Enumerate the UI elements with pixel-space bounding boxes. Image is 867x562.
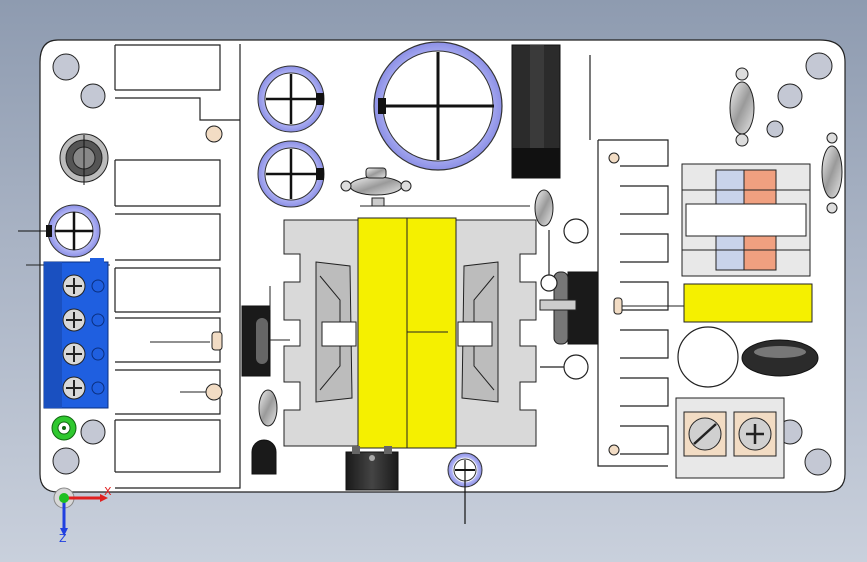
left-heatsink [114,44,241,489]
toroid-choke [741,339,819,377]
fuse-holder [59,133,109,185]
output-inductor [681,163,811,277]
capacitor-c2 [257,140,325,208]
right-heatsink [597,139,669,467]
glass-diodes [258,67,843,427]
transformer [283,205,537,449]
coordinate-triad[interactable]: X Z [53,485,112,545]
output-terminal-block [675,397,785,479]
to92-transistor [251,439,277,475]
input-terminal-block [43,258,109,409]
capacitor-c1 [257,65,325,133]
power-led [51,415,77,441]
mosfet-left [241,286,290,377]
bottom-cap [447,452,483,524]
diode-top [340,167,412,207]
mosfet-right [539,271,599,345]
bulk-capacitor [373,41,503,171]
small-round-parts [540,218,589,380]
output-capacitor [677,326,739,388]
test-points [205,125,623,456]
common-mode-choke [511,44,591,179]
x-axis-label: X [104,485,112,498]
y-axis-dot [59,493,69,503]
z-axis-label: Z [59,532,67,545]
mounting-holes [52,52,833,476]
optocoupler-ic [345,446,399,491]
yellow-resistor [683,283,813,323]
capacitor-c3 [18,204,101,258]
